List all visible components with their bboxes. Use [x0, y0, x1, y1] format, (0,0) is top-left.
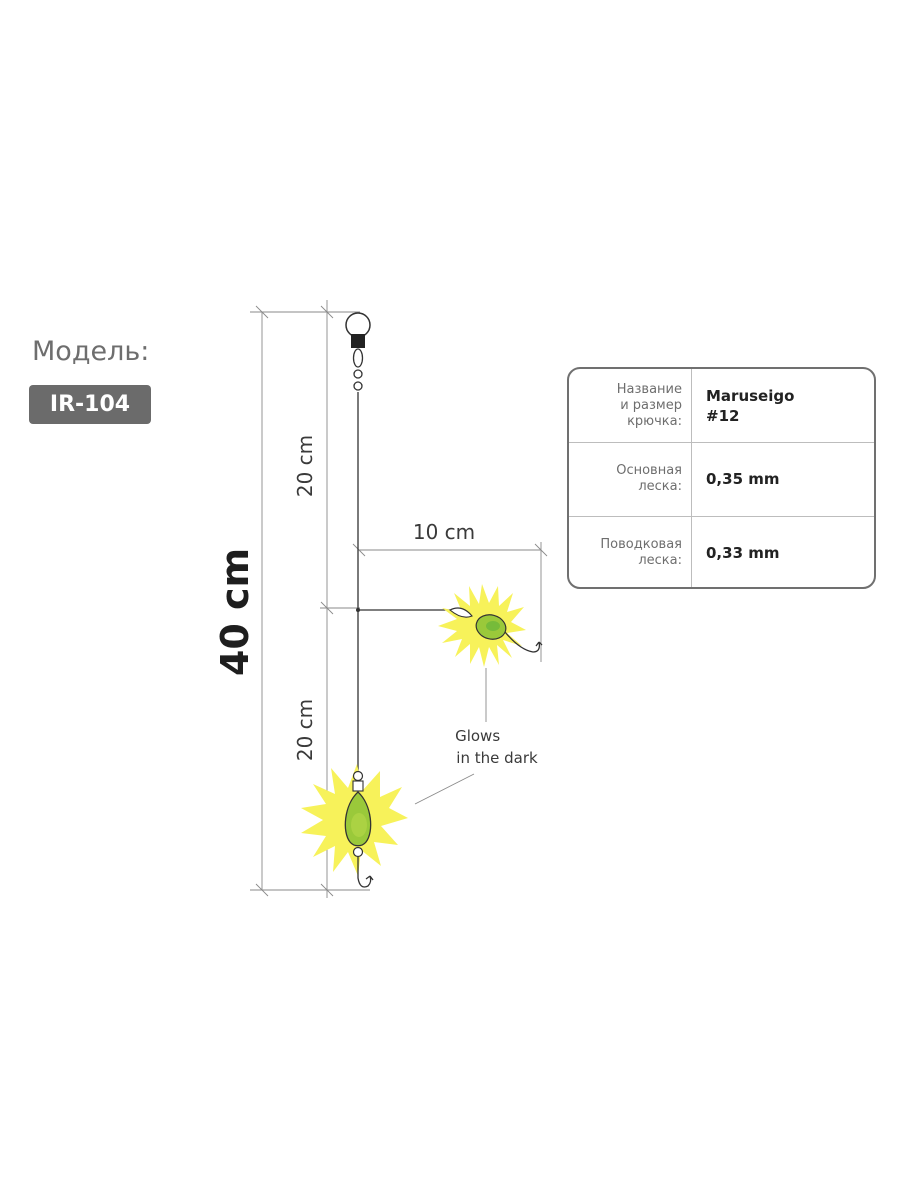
branch-length-label: 10 cm — [413, 520, 475, 544]
fishing-line — [357, 392, 450, 772]
swivel-icon — [345, 312, 371, 391]
lower-length-label: 20 cm — [293, 699, 317, 761]
dimension-lines — [250, 300, 548, 898]
branch-hook-icon — [504, 631, 543, 653]
spec-value-hook: Maruseigo #12 — [706, 386, 795, 425]
glow-pointer-lines — [414, 668, 487, 805]
total-length-label: 40 cm — [213, 548, 257, 676]
spec-key-leader-line: Поводковая леска: — [569, 516, 692, 587]
bottom-glow-icon — [301, 764, 408, 876]
spec-row-leader-line: Поводковая леска: 0,33 mm — [569, 516, 874, 587]
spec-table: Название и размер крючка: Maruseigo #12 … — [567, 367, 876, 589]
spec-key-hook: Название и размер крючка: — [569, 369, 692, 442]
glow-annotation: Glows in the dark — [455, 727, 538, 767]
spec-row-main-line: Основная леска: 0,35 mm — [569, 442, 874, 517]
spec-value-main-line: 0,35 mm — [706, 470, 780, 488]
bottom-hook-icon — [357, 857, 374, 888]
branch-knot — [356, 608, 360, 612]
model-label: Модель: — [32, 336, 150, 367]
spec-value-leader-line: 0,33 mm — [706, 543, 780, 562]
spec-row-hook: Название и размер крючка: Maruseigo #12 — [569, 369, 874, 443]
model-code-badge: IR-104 — [29, 385, 151, 424]
upper-length-label: 20 cm — [293, 435, 317, 497]
branch-glow-icon — [438, 584, 526, 667]
spec-key-main-line: Основная леска: — [569, 442, 692, 516]
